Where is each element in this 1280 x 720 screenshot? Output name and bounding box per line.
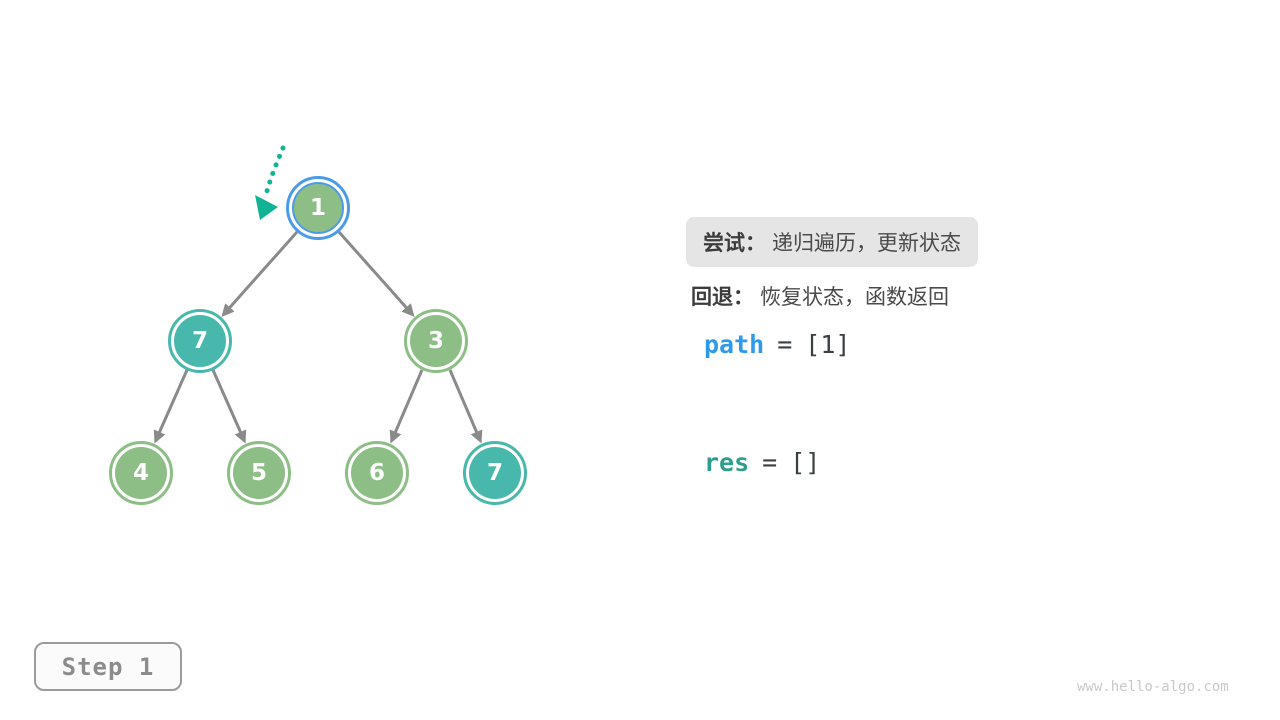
node-value: 4 [115, 447, 167, 499]
node-value: 3 [410, 315, 462, 367]
tree-node-6: 6 [345, 441, 409, 505]
path-state-line: path = [1] [704, 330, 850, 359]
step-badge: Step 1 [34, 642, 182, 691]
path-variable: path [704, 330, 765, 359]
tree-edge [389, 369, 424, 444]
step-label: Step 1 [61, 652, 155, 681]
res-variable: res [704, 448, 750, 477]
dotted-arrow-icon [255, 145, 286, 220]
tree-edges [153, 145, 483, 444]
node-value: 5 [233, 447, 285, 499]
node-value: 7 [174, 315, 226, 367]
tree-edge [211, 369, 247, 444]
node-value: 6 [351, 447, 403, 499]
tree-edge [221, 231, 299, 317]
backtrack-callout: 回退： 恢复状态，函数返回 [691, 281, 949, 311]
tree-edge [448, 369, 483, 444]
tree-node-5: 5 [227, 441, 291, 505]
watermark: www.hello-algo.com [1077, 679, 1229, 695]
try-callout: 尝试： 递归遍历，更新状态 [686, 217, 978, 267]
tree-node-1-current: 1 [286, 176, 350, 240]
backtrack-text: 恢复状态，函数返回 [760, 285, 949, 309]
path-equals: = [777, 330, 793, 359]
try-label: 尝试： [703, 231, 766, 255]
backtrack-label: 回退： [691, 285, 754, 309]
try-text: 递归遍历，更新状态 [772, 231, 961, 255]
tree-edge [153, 369, 189, 444]
node-value: 1 [292, 182, 344, 234]
res-value: [] [790, 448, 821, 477]
tree-node-3: 3 [404, 309, 468, 373]
tree-node-7-right: 7 [463, 441, 527, 505]
tree-edge [337, 231, 415, 317]
node-value: 7 [469, 447, 521, 499]
tree-node-7-left: 7 [168, 309, 232, 373]
res-state-line: res = [] [704, 448, 820, 477]
res-equals: = [762, 448, 778, 477]
tree-node-4: 4 [109, 441, 173, 505]
path-value: [1] [805, 330, 851, 359]
